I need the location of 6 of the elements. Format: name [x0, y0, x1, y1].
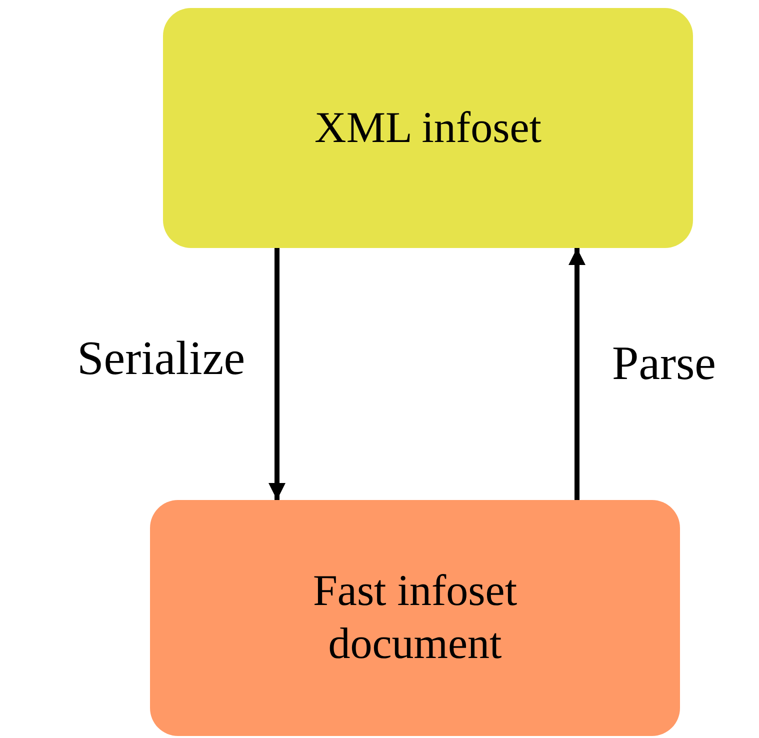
arrow	[268, 248, 286, 500]
process-box	[150, 500, 680, 736]
process-box	[163, 8, 693, 248]
box-label: XML infoset	[314, 102, 542, 154]
box-label: Fast infoset document	[312, 565, 518, 670]
arrow	[568, 248, 586, 500]
